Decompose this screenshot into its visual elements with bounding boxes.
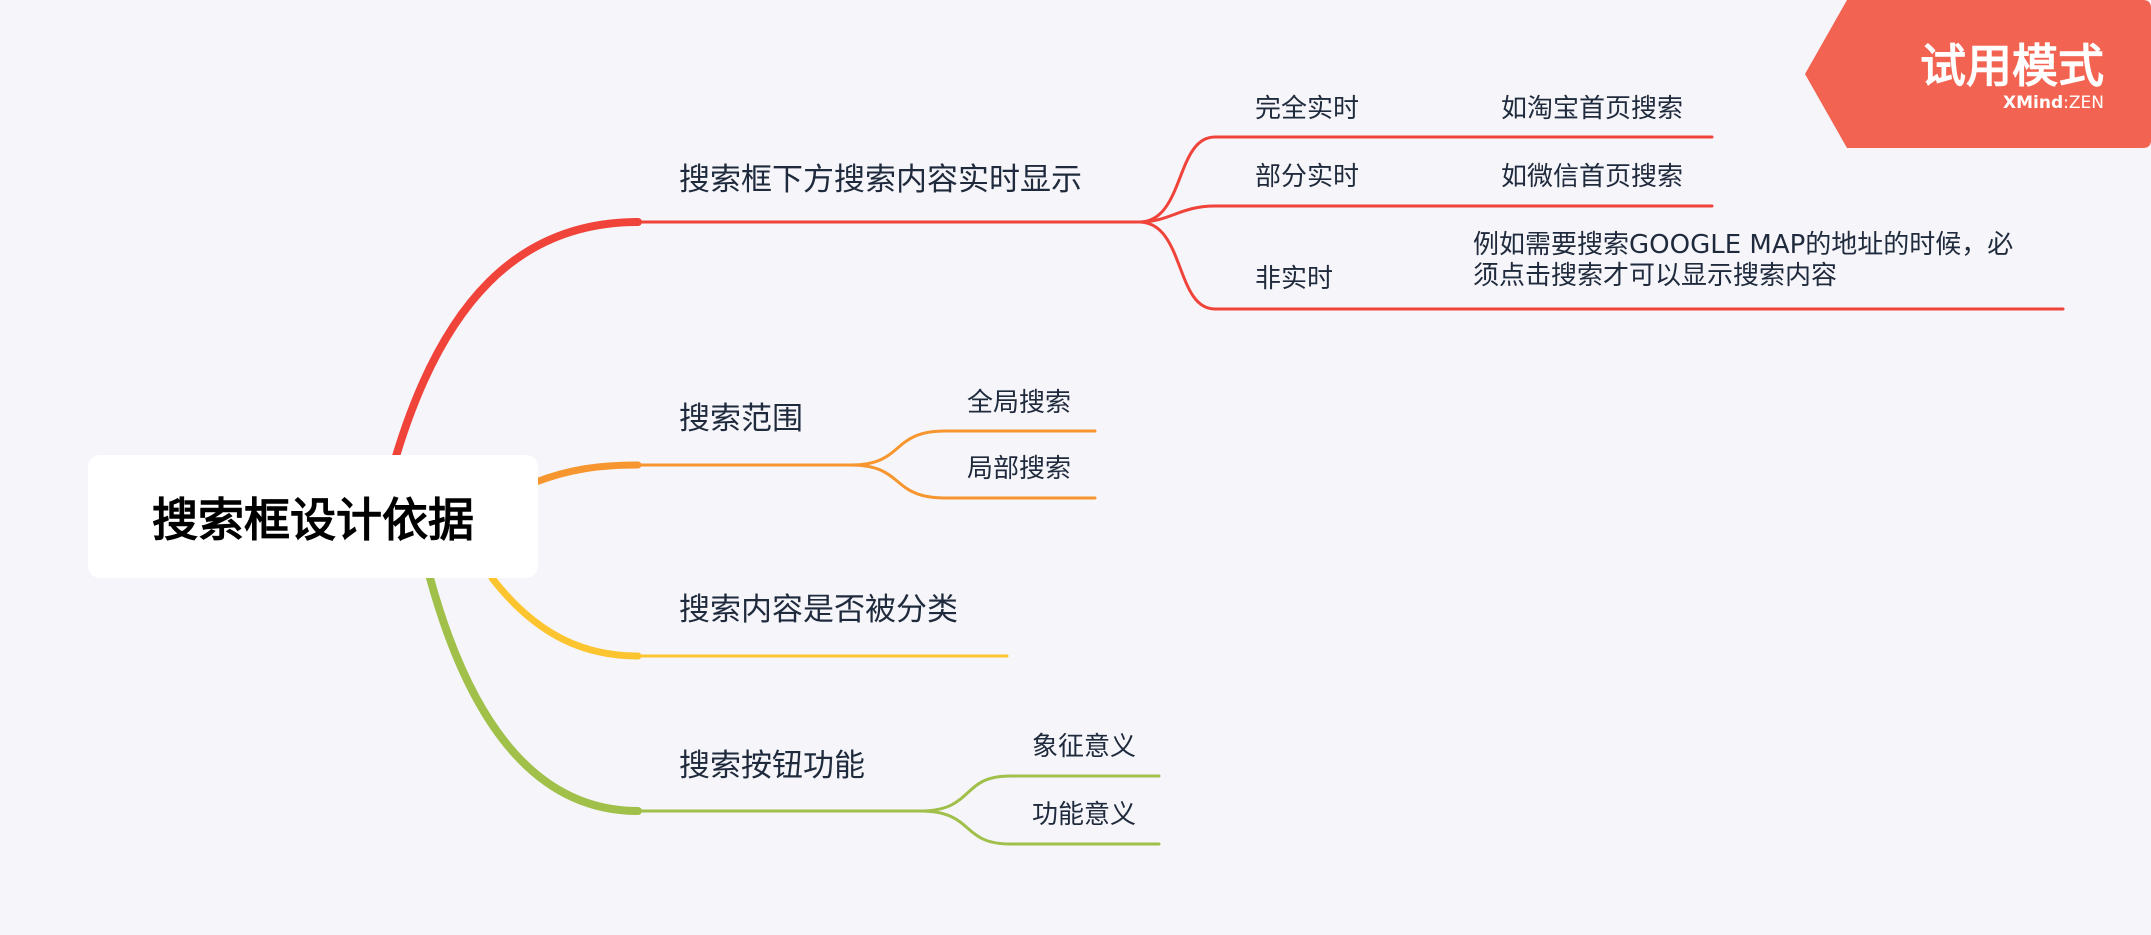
subtopic-google-map-example[interactable]: 例如需要搜索GOOGLE MAP的地址的时候，必 须点击搜索才可以显示搜索内容 (1473, 230, 2013, 292)
edition-name: ZEN (2068, 93, 2104, 113)
connector-branch-3 (488, 574, 642, 660)
subtopic-partial-realtime[interactable]: 部分实时 (1255, 162, 1360, 192)
example-line-2: 须点击搜索才可以显示搜索内容 (1473, 261, 1838, 292)
subtopic-local-search[interactable]: 局部搜索 (967, 454, 1072, 484)
branch-topic-search-scope[interactable]: 搜索范围 (679, 401, 803, 437)
connector-functional (918, 809, 1161, 846)
subtopic-symbolic-meaning[interactable]: 象征意义 (1032, 732, 1137, 762)
subtopic-taobao-example[interactable]: 如淘宝首页搜索 (1501, 94, 1684, 124)
subtopic-full-realtime[interactable]: 完全实时 (1255, 94, 1360, 124)
root-topic[interactable]: 搜索框设计依据 (88, 455, 538, 578)
connector-local-search (849, 463, 1097, 500)
connector-realtime-full (1137, 135, 1714, 224)
branch-topic-content-classified[interactable]: 搜索内容是否被分类 (679, 592, 958, 628)
connector-branch-1 (388, 218, 642, 474)
connector-realtime-partial (1137, 204, 1714, 224)
subtopic-non-realtime[interactable]: 非实时 (1255, 264, 1334, 294)
subtopic-wechat-example[interactable]: 如微信首页搜索 (1501, 162, 1684, 192)
connector-realtime-none (1137, 220, 2065, 311)
connector-branch-2 (532, 461, 642, 486)
brand-name: XMind (2003, 93, 2064, 113)
example-line-1: 例如需要搜索GOOGLE MAP的地址的时候，必 (1473, 230, 2014, 260)
branch-topic-search-button[interactable]: 搜索按钮功能 (679, 748, 865, 784)
badge-title: 试用模式 (1920, 39, 2104, 93)
connector-global-search (849, 429, 1097, 467)
xmind-zen-logo: XMind:ZEN (2003, 93, 2104, 113)
root-topic-label: 搜索框设计依据 (152, 492, 474, 547)
connector-symbolic (918, 774, 1161, 813)
branch-topic-realtime-display[interactable]: 搜索框下方搜索内容实时显示 (679, 162, 1082, 198)
subtopic-global-search[interactable]: 全局搜索 (967, 388, 1072, 418)
trial-mode-badge[interactable]: 试用模式 XMind:ZEN (1804, 0, 2151, 148)
badge-shape (1805, 0, 2151, 148)
subtopic-functional-meaning[interactable]: 功能意义 (1032, 800, 1137, 830)
connector-branch-4 (426, 574, 642, 815)
